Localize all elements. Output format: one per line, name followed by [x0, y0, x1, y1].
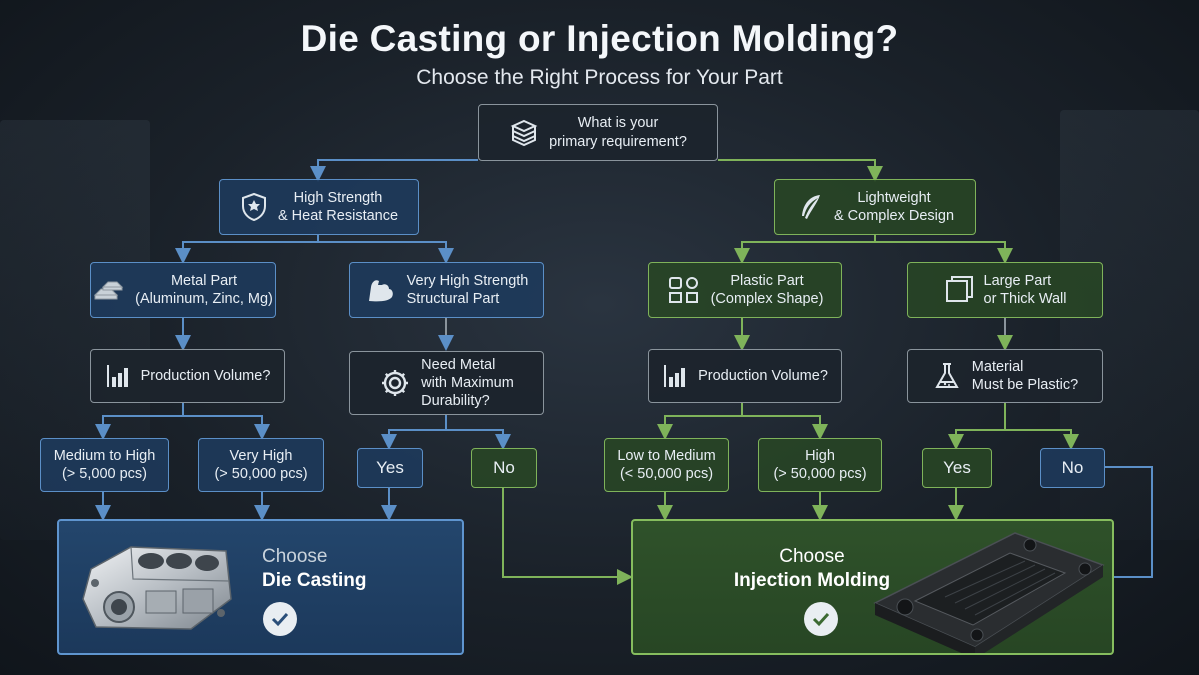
node-lightweight-line2: & Complex Design [833, 208, 955, 224]
result-die-casting-line2: Die Casting [262, 570, 367, 591]
node-plastic-part: Plastic Part (Complex Shape) [648, 262, 842, 318]
result-die-casting: Choose Die Casting [57, 519, 464, 655]
node-very-high-strength-line1: Very High Strength [406, 272, 529, 289]
shield-icon [240, 192, 268, 222]
check-icon [804, 602, 838, 636]
node-material-plastic-line2: Must be Plastic? [971, 377, 1079, 393]
node-yes-right-label: Yes [943, 458, 971, 478]
node-metal-part-line2: (Aluminum, Zinc, Mg) [135, 291, 273, 307]
node-large-part: Large Part or Thick Wall [907, 262, 1103, 318]
node-primary-requirement-line1: What is your [577, 115, 659, 132]
connector-no-to-injection [502, 488, 633, 585]
gear-icon [379, 367, 411, 399]
node-no-left: No [471, 448, 537, 488]
node-production-volume-left: Production Volume? [90, 349, 285, 403]
node-production-volume-left-label: Production Volume? [140, 367, 271, 384]
node-very-high-line2: (> 50,000 pcs) [214, 466, 308, 482]
node-low-to-medium: Low to Medium (< 50,000 pcs) [604, 438, 729, 492]
result-injection-molding-line1: Choose [779, 546, 845, 567]
node-high: High (> 50,000 pcs) [758, 438, 882, 492]
node-large-part-line1: Large Part [983, 272, 1052, 289]
bar-chart-icon [662, 363, 688, 389]
node-medium-to-high-line1: Medium to High [53, 447, 156, 464]
node-need-metal-line3: Durability? [421, 393, 490, 410]
node-low-to-medium-line2: (< 50,000 pcs) [619, 466, 714, 482]
node-high-line1: High [805, 447, 835, 464]
node-lightweight: Lightweight & Complex Design [774, 179, 976, 235]
node-high-strength: High Strength & Heat Resistance [219, 179, 419, 235]
bar-chart-icon [105, 363, 131, 389]
boxes-icon [509, 118, 539, 148]
node-high-strength-line2: & Heat Resistance [277, 208, 399, 224]
node-no-right-label: No [1061, 458, 1084, 478]
connector-root-right [718, 159, 883, 182]
connector-volume-left-split [102, 403, 262, 436]
node-plastic-part-line1: Plastic Part [730, 272, 804, 289]
node-yes-left-label: Yes [376, 458, 404, 478]
node-very-high-strength-line2: Structural Part [406, 291, 500, 307]
node-no-right: No [1040, 448, 1105, 488]
connector-lightweight-split [741, 235, 1005, 260]
result-die-casting-line1: Choose [262, 546, 328, 567]
result-injection-molding-line2: Injection Molding [733, 570, 891, 591]
ingots-icon [93, 277, 125, 303]
node-high-strength-line1: High Strength [293, 189, 383, 206]
node-metal-part: Metal Part (Aluminum, Zinc, Mg) [90, 262, 276, 318]
check-icon [263, 602, 297, 636]
node-very-high: Very High (> 50,000 pcs) [198, 438, 324, 492]
node-yes-right: Yes [922, 448, 992, 488]
engine-block-image [82, 546, 232, 630]
shapes-icon [667, 275, 701, 305]
node-material-plastic-line1: Material [971, 358, 1024, 375]
connector-material-split [955, 403, 1071, 446]
node-production-volume-right-label: Production Volume? [698, 367, 828, 384]
connector-root-left [310, 159, 478, 182]
node-very-high-line1: Very High [229, 447, 293, 464]
node-medium-to-high-line2: (> 5,000 pcs) [61, 466, 148, 482]
node-primary-requirement-line2: primary requirement? [549, 133, 687, 150]
page-title: Die Casting or Injection Molding? [300, 18, 899, 59]
frame-icon [944, 275, 974, 305]
connector-no-right-loop [1105, 466, 1153, 578]
node-low-to-medium-line1: Low to Medium [617, 447, 716, 464]
result-injection-molding: Choose Injection Molding [631, 519, 1114, 655]
node-medium-to-high: Medium to High (> 5,000 pcs) [40, 438, 169, 492]
connector-need-metal-split [388, 415, 503, 446]
node-production-volume-right: Production Volume? [648, 349, 842, 403]
node-plastic-part-line2: (Complex Shape) [710, 291, 824, 307]
page-subtitle: Choose the Right Process for Your Part [416, 66, 783, 89]
connector-strength-split [182, 235, 446, 260]
node-yes-left: Yes [357, 448, 423, 488]
connector-volume-right-split [664, 403, 820, 436]
node-high-line2: (> 50,000 pcs) [773, 466, 867, 482]
node-need-metal-line1: Need Metal [421, 356, 496, 373]
flask-icon [932, 361, 962, 391]
node-large-part-line2: or Thick Wall [983, 291, 1067, 307]
node-no-left-label: No [493, 458, 515, 478]
node-lightweight-line1: Lightweight [857, 189, 931, 206]
molded-part-image [873, 532, 1105, 653]
flexed-arm-icon [365, 275, 397, 305]
feather-icon [796, 192, 824, 222]
node-metal-part-line1: Metal Part [170, 272, 238, 289]
node-need-metal-line2: with Maximum [421, 374, 514, 391]
